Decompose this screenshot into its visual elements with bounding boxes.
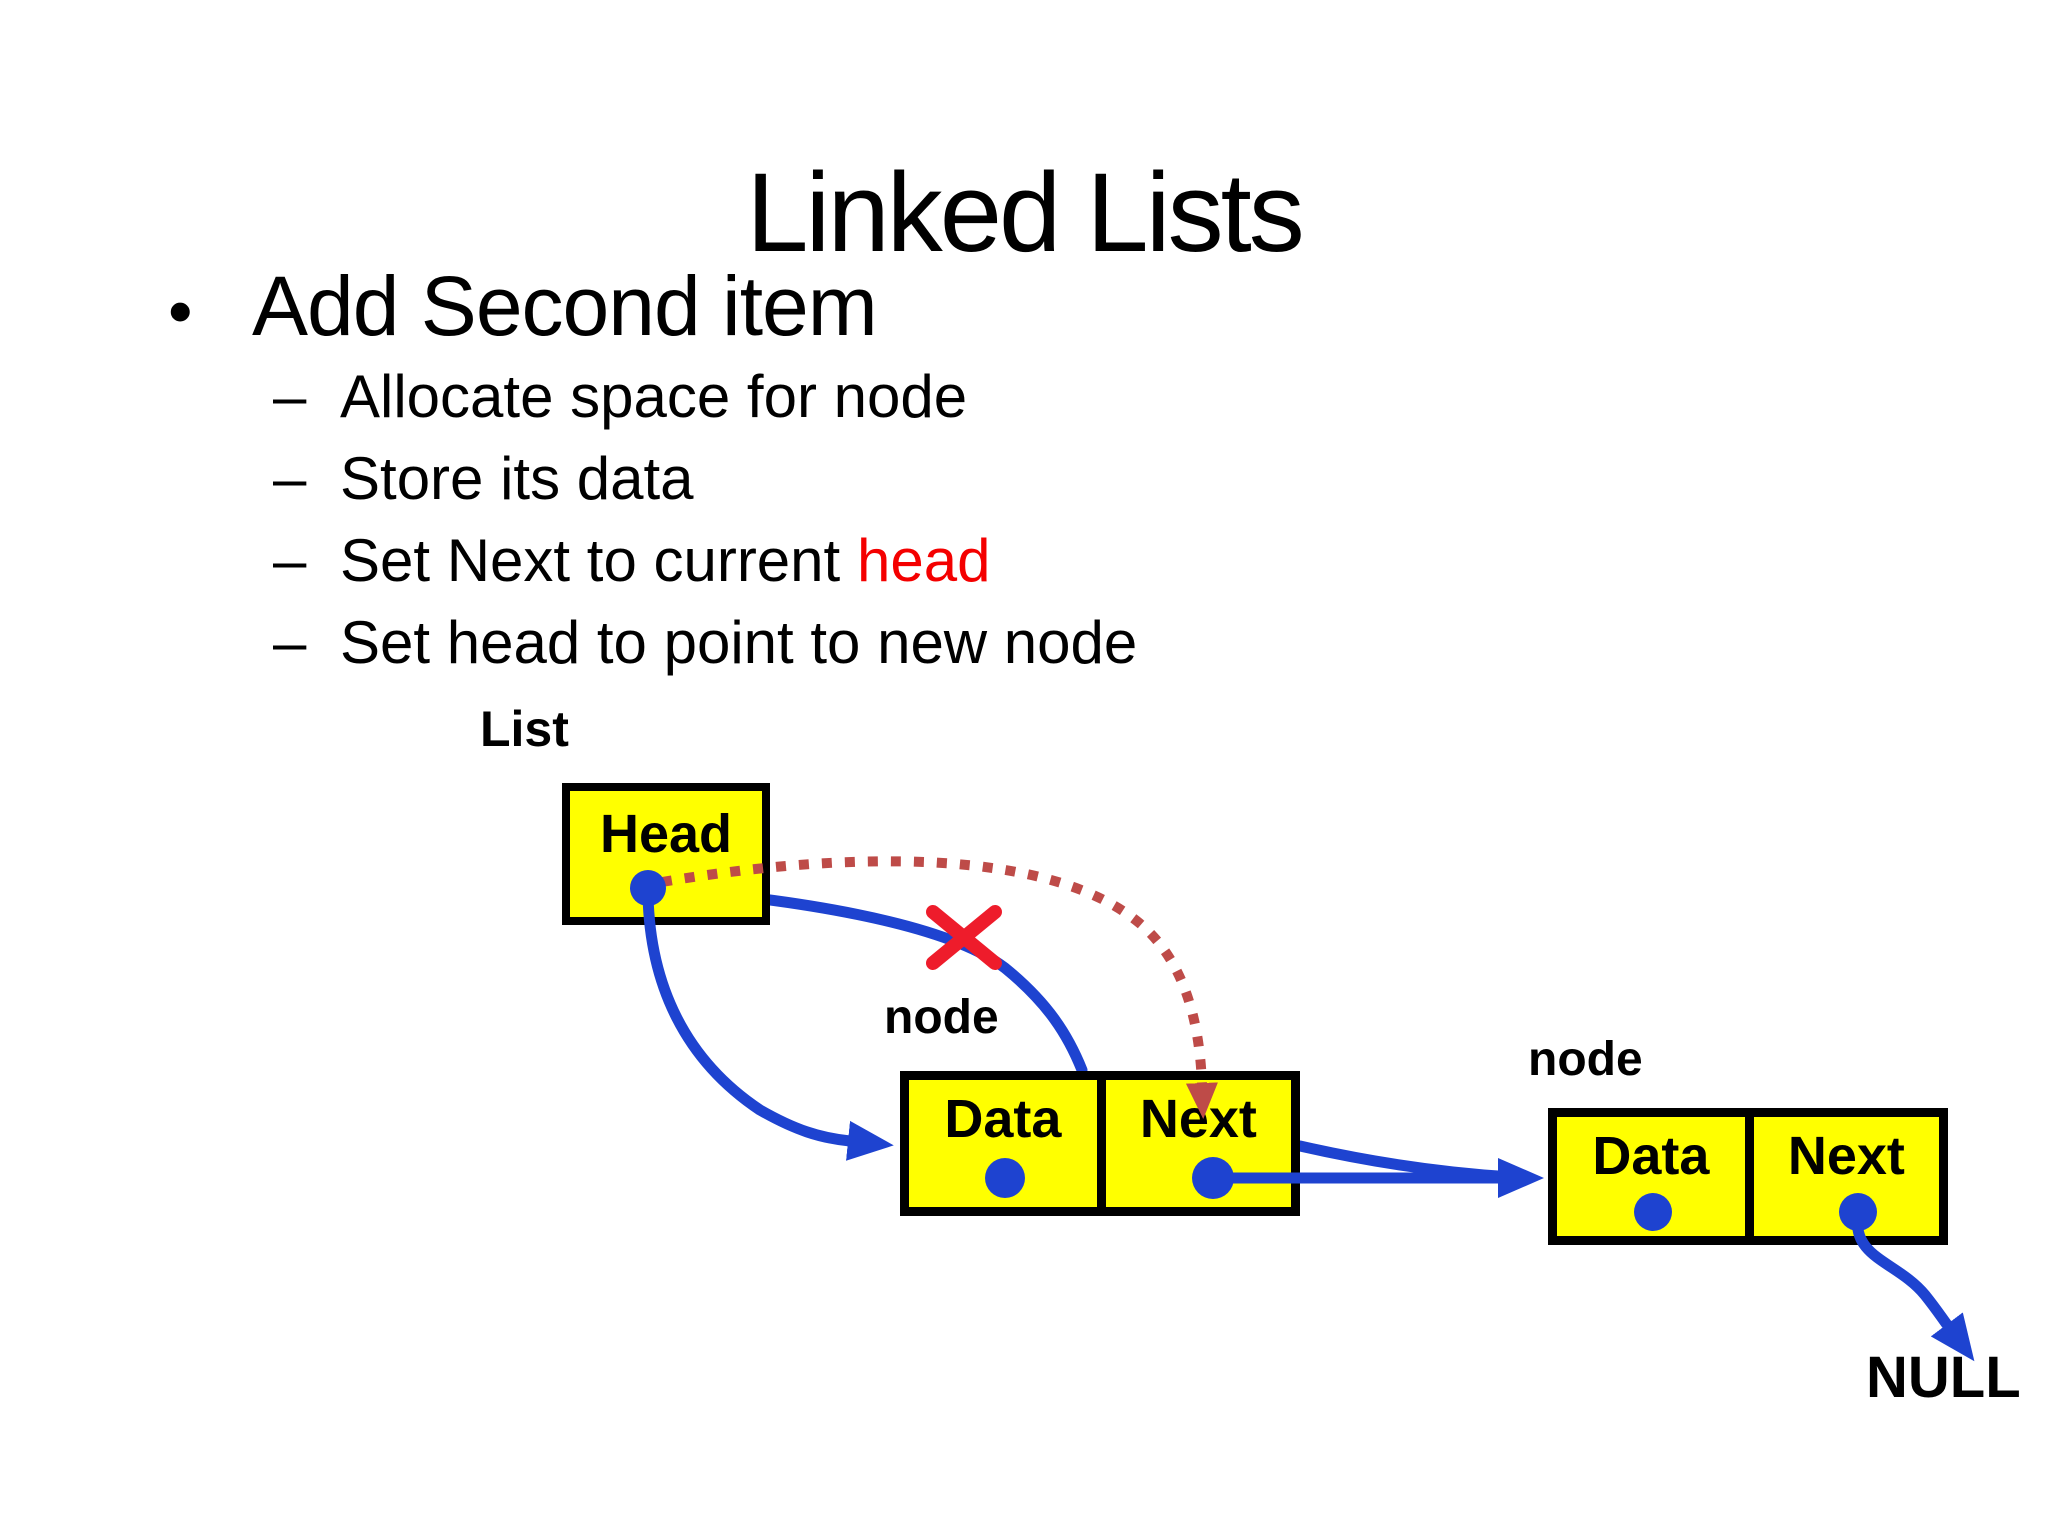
sub-bullet-text: Store its data [340, 445, 694, 512]
head-box: Head [562, 783, 770, 925]
sub-bullet-list: –Allocate space for node –Store its data… [273, 356, 1137, 684]
bullet-text: Add Second item [252, 259, 878, 353]
new-head-pointer-arrow [642, 889, 894, 1161]
node2-data-label: Data [1592, 1126, 1710, 1186]
list-label: List [480, 701, 569, 757]
bullet-marker: • [168, 272, 193, 350]
node1-data-label: Data [944, 1089, 1062, 1149]
sub-bullet-text: Allocate space for node [340, 363, 968, 430]
sub-bullet-item: –Allocate space for node [273, 356, 1137, 438]
sub-bullet-text: Set Next to current [340, 527, 841, 594]
node2-label: node [1528, 1033, 1643, 1086]
old-head-pointer-curve-continuation [1294, 1140, 1518, 1183]
head-box-label: Head [599, 804, 733, 864]
node1-box: Data Next [900, 1071, 1300, 1216]
null-label: NULL [1866, 1345, 2021, 1410]
sub-bullet-text: Set head to point to new node [340, 609, 1138, 676]
dash-marker: – [273, 609, 307, 676]
node2-next-cell: Next [1754, 1117, 1939, 1236]
cross-out-x-mark [926, 905, 1002, 970]
sub-bullet-item: –Store its data [273, 438, 1137, 520]
slide-title: Linked Lists [746, 150, 1304, 275]
bullet-item: • Add Second item [168, 256, 878, 361]
node1-label: node [884, 991, 999, 1044]
sub-bullet-highlight-text: head [857, 527, 991, 594]
sub-bullet-item: –Set head to point to new node [273, 602, 1137, 684]
node1-next-cell: Next [1106, 1080, 1291, 1207]
node2-box: Data Next [1548, 1108, 1948, 1245]
dash-marker: – [273, 363, 307, 430]
node2-next-label: Next [1787, 1126, 1905, 1186]
node1-next-label: Next [1139, 1089, 1257, 1149]
node1-data-cell: Data [909, 1080, 1106, 1207]
dash-marker: – [273, 527, 307, 594]
node2-data-cell: Data [1557, 1117, 1754, 1236]
dash-marker: – [273, 445, 307, 512]
